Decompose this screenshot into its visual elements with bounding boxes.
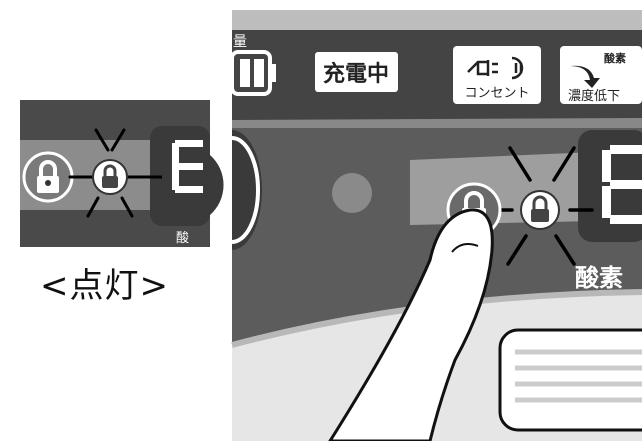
outlet-indicator: コンセント [453,46,541,104]
lock-indicator-lit [488,146,594,266]
bottom-tray [498,328,642,432]
charging-label: 充電中 [323,61,389,87]
low-oxygen-label: 濃度低下 [568,88,620,104]
charging-indicator: 充電中 [315,52,398,92]
inset-digit-display [172,140,203,193]
inset-lock-indicator-lit [68,128,152,218]
inset-oxygen-label: 酸 [176,231,189,246]
battery-icon [230,50,276,96]
plug-icon [467,56,524,80]
pressing-finger [328,208,494,441]
low-oxygen-small-label: 酸素 [604,51,626,65]
oxygen-display-window [578,130,642,242]
outlet-label: コンセント [464,86,529,101]
down-arrow-icon [570,65,600,88]
caption-lit: <点灯> [40,266,169,306]
oxygen-digit-display [602,145,642,224]
oxygen-label: 酸素 [575,264,623,292]
inset-panel [20,100,224,247]
inset-lock-button [22,151,74,203]
low-oxygen-indicator: 酸素 濃度低下 [560,46,642,104]
battery-level-label: 量 [233,34,247,50]
power-button[interactable] [231,130,262,250]
status-dot [332,173,372,213]
inset-display-window [150,126,210,226]
